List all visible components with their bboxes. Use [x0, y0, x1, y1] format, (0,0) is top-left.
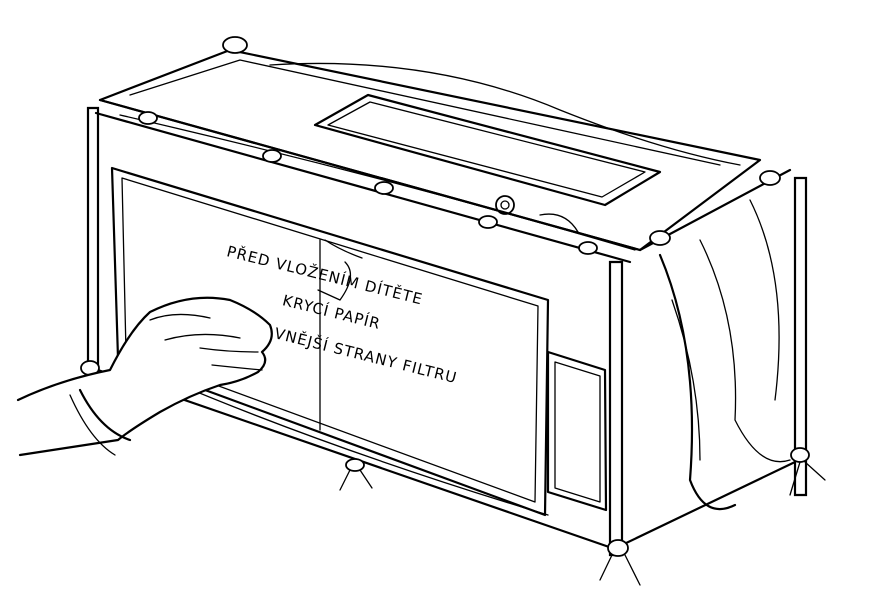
hand-icon	[16, 296, 273, 457]
side-window	[546, 350, 608, 512]
tie-knot-icon	[649, 230, 671, 246]
tie-knot-icon	[478, 215, 498, 229]
tent-top	[98, 48, 762, 252]
filter-label-line3: VNĚJŠÍ STRANY FILTRU	[272, 323, 459, 387]
tie-knot-icon	[345, 458, 365, 472]
top-valve-icon	[495, 195, 515, 215]
front-panel	[110, 166, 608, 517]
top-window	[313, 93, 662, 207]
tie-knot-icon	[262, 149, 282, 163]
tie-knot-icon	[790, 447, 810, 463]
filter-label-line1: PŘED VLOŽENÍM DÍTĚTE	[225, 241, 425, 308]
tie-knot-icon	[578, 241, 598, 255]
tie-knots	[80, 36, 826, 586]
tie-knot-icon	[138, 111, 158, 125]
peeled-paper-corner	[317, 261, 352, 301]
tie-knot-icon	[374, 181, 394, 195]
tie-knot-icon	[607, 539, 629, 557]
side-drape	[658, 199, 791, 511]
tie-knot-icon	[222, 36, 248, 54]
tie-knot-icon	[759, 170, 781, 186]
